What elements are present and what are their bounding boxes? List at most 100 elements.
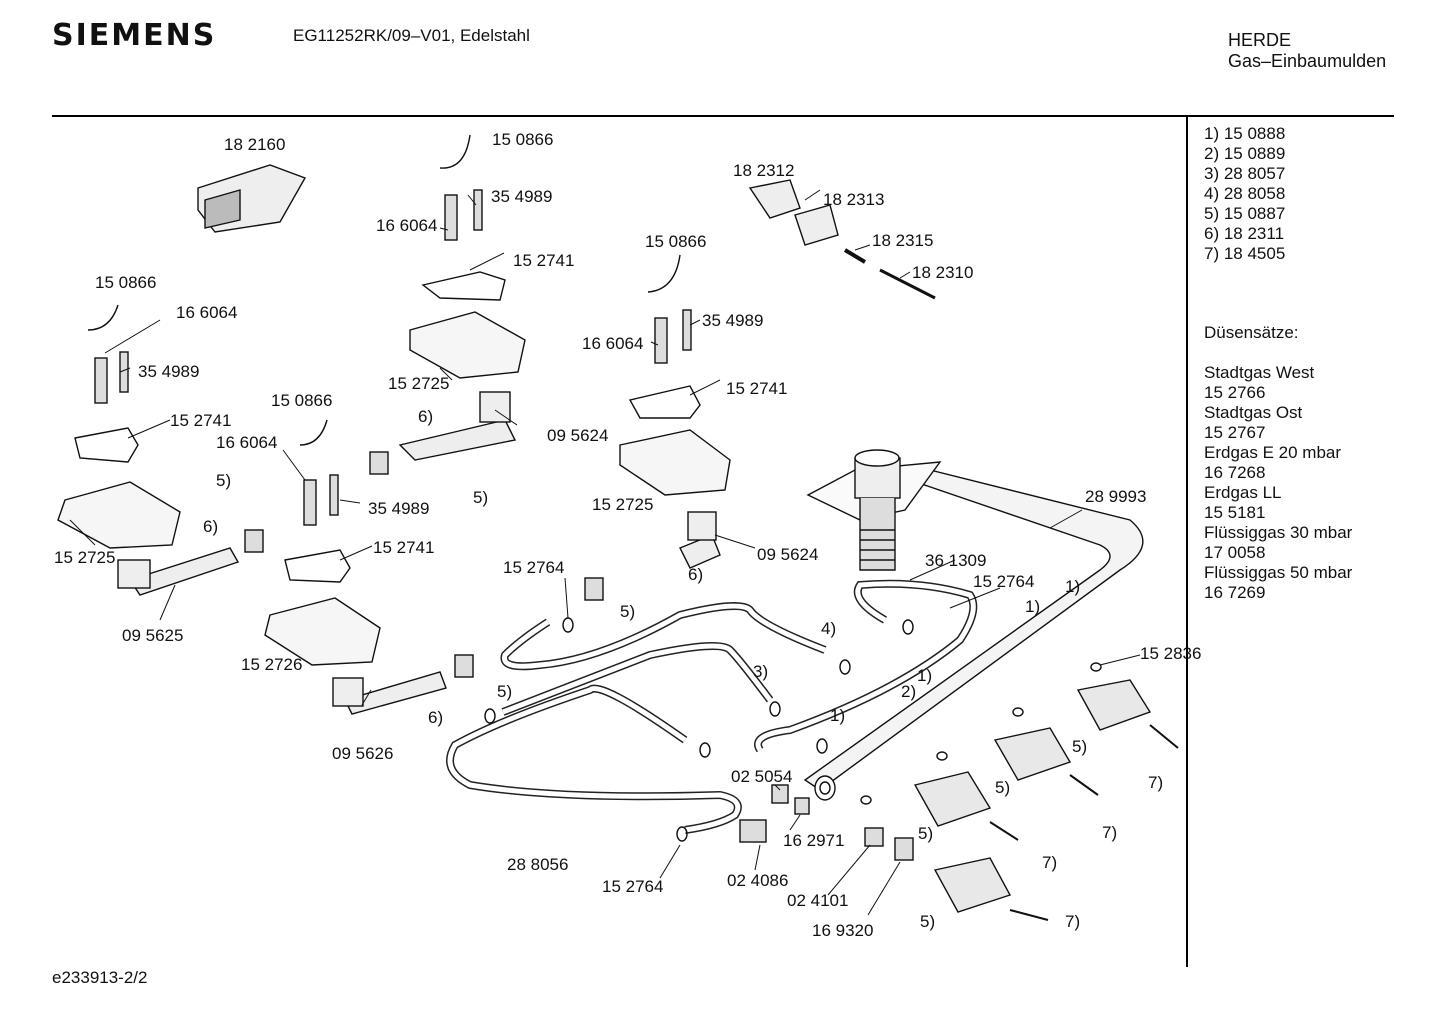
part-label: 15 0866: [271, 391, 332, 410]
footnote: 5) 15 0887: [1204, 204, 1286, 223]
part-label: 6): [688, 565, 703, 584]
part-label: 6): [203, 517, 218, 536]
nozzle-line: 16 7268: [1204, 463, 1266, 482]
part-label: 09 5625: [122, 626, 183, 645]
part-label: 15 2836: [1140, 644, 1201, 663]
part-label: 15 0866: [492, 130, 553, 149]
part-label: 1): [1065, 577, 1080, 596]
part-label: 15 2741: [513, 251, 574, 270]
part-label: 18 2160: [224, 135, 285, 154]
category-line-2: Gas–Einbaumulden: [1228, 51, 1387, 71]
part-label: 5): [1072, 737, 1087, 756]
part-label: 36 1309: [925, 551, 986, 570]
electrode: [94, 189, 692, 526]
part-label: 6): [418, 407, 433, 426]
part-label: 15 2764: [973, 572, 1034, 591]
gas-valve-body: [117, 391, 721, 715]
burner-bracket: [74, 271, 701, 583]
sidebar-divider: [1186, 117, 1188, 967]
part-label: 1): [917, 666, 932, 685]
part-label: 15 2764: [503, 558, 564, 577]
part-label: 28 8056: [507, 855, 568, 874]
gas-tap: [913, 679, 1152, 913]
part-label: 5): [497, 682, 512, 701]
footnote: 1) 15 0888: [1204, 124, 1286, 143]
part-label: 15 2741: [170, 411, 231, 430]
part-label: 15 2741: [373, 538, 434, 557]
nozzle-line: Flüssiggas 50 mbar: [1204, 563, 1353, 582]
footnote: 3) 28 8057: [1204, 164, 1286, 183]
part-label: 15 2741: [726, 379, 787, 398]
part-label: 4): [821, 619, 836, 638]
switch-parts: [748, 179, 936, 300]
nozzle-line: 15 2766: [1204, 383, 1266, 402]
footnote-list: 1) 15 0888 2) 15 0889 3) 28 8057 4) 28 8…: [1204, 124, 1285, 264]
part-label: 18 2315: [872, 231, 933, 250]
part-label: 15 2726: [241, 655, 302, 674]
part-label: 5): [216, 471, 231, 490]
footnote: 4) 28 8058: [1204, 184, 1286, 203]
part-label: 09 5624: [757, 545, 818, 564]
part-label: 6): [428, 708, 443, 727]
thermocouple-wire: [87, 134, 681, 446]
nozzle-line: 15 5181: [1204, 503, 1266, 522]
gas-tube-inner: [447, 581, 976, 833]
part-label: 15 2764: [602, 877, 663, 896]
part-label: 35 4989: [368, 499, 429, 518]
part-label: 35 4989: [491, 187, 552, 206]
part-label: 7): [1065, 912, 1080, 931]
burner-base: [57, 311, 731, 666]
part-label: 7): [1148, 773, 1163, 792]
part-label: 18 2312: [733, 161, 794, 180]
part-label: 16 6064: [582, 334, 643, 353]
gas-inlet-fitting: [806, 449, 942, 571]
part-label: 15 0866: [95, 273, 156, 292]
footnote: 7) 18 4505: [1204, 244, 1286, 263]
gas-manifold-pipe: [803, 469, 1144, 801]
part-label: 5): [918, 824, 933, 843]
part-label: 28 9993: [1085, 487, 1146, 506]
part-label: 35 4989: [138, 362, 199, 381]
nozzle-line: 17 0058: [1204, 543, 1266, 562]
o-ring: [484, 617, 1102, 842]
nozzle-list: Stadtgas West 15 2766 Stadtgas Ost 15 27…: [1204, 363, 1352, 603]
nozzle-line: 16 7269: [1204, 583, 1266, 602]
exploded-view-drawing: 18 2160 15 0866 35 4989 16 6064 15 2741 …: [54, 130, 1201, 940]
nozzle-line: 15 2767: [1204, 423, 1266, 442]
brand-logo: SIEMENS: [52, 18, 217, 53]
model-title: EG11252RK/09–V01, Edelstahl: [293, 26, 530, 45]
tap-spindle: [989, 724, 1179, 921]
part-label: 1): [1025, 597, 1040, 616]
part-label: 16 9320: [812, 921, 873, 940]
part-label: 2): [901, 682, 916, 701]
header-divider: [52, 115, 1394, 117]
part-label: 15 2725: [388, 374, 449, 393]
part-label: 15 0866: [645, 232, 706, 251]
footnote: 6) 18 2311: [1204, 224, 1285, 243]
part-label: 5): [620, 602, 635, 621]
part-label: 02 5054: [731, 767, 792, 786]
part-label: 16 6064: [376, 216, 437, 235]
part-label: 35 4989: [702, 311, 763, 330]
part-label: 3): [753, 662, 768, 681]
nozzle-line: Erdgas LL: [1204, 483, 1282, 502]
leader-line: [69, 189, 1141, 916]
part-label: 18 2313: [823, 190, 884, 209]
part-label: 09 5626: [332, 744, 393, 763]
part-label: 15 2725: [54, 548, 115, 567]
part-label: 18 2310: [912, 263, 973, 282]
part-label: 09 5624: [547, 426, 608, 445]
nozzle-line: Stadtgas West: [1204, 363, 1315, 382]
part-label: 5): [920, 912, 935, 931]
ignition-module: [197, 164, 307, 233]
part-label: 1): [830, 706, 845, 725]
nozzle-line: Erdgas E 20 mbar: [1204, 443, 1342, 462]
pipe-fitting: [244, 451, 914, 861]
part-label: 16 6064: [216, 433, 277, 452]
footnote: 2) 15 0889: [1204, 144, 1286, 163]
nozzle-section-title: Düsensätze:: [1204, 323, 1299, 342]
part-label: 02 4101: [787, 891, 848, 910]
part-label: 15 2725: [592, 495, 653, 514]
part-label: 16 6064: [176, 303, 237, 322]
